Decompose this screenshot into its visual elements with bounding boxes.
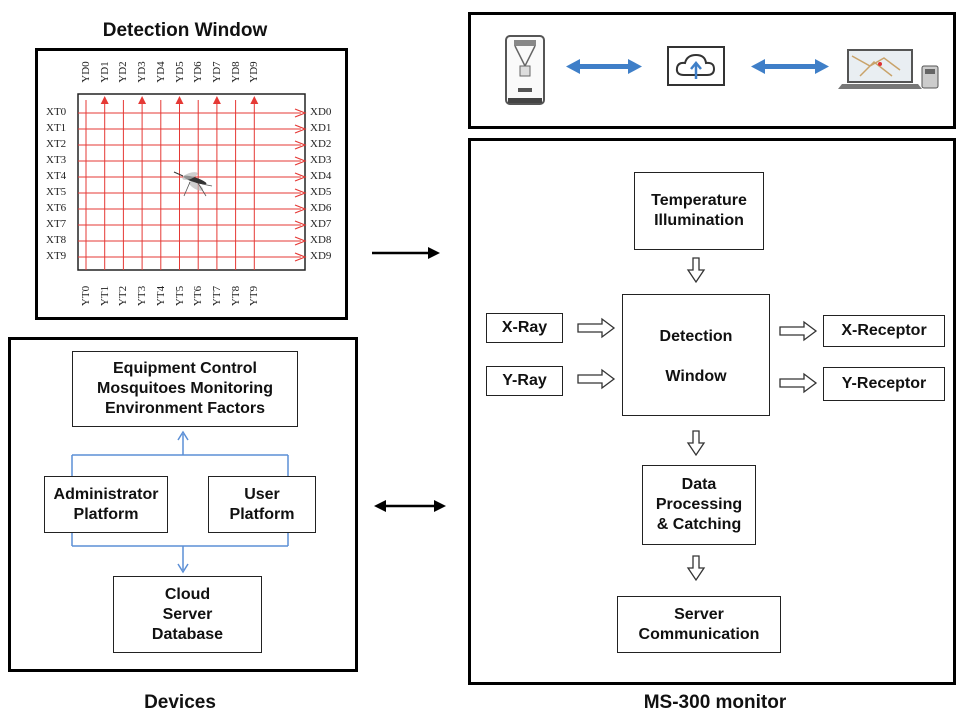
- x-ray-arrowhead: [294, 156, 307, 166]
- x-ray-arrowhead: [294, 124, 307, 134]
- x-ray-arrowhead: [294, 140, 307, 150]
- x-ray-arrowhead: [294, 188, 307, 198]
- laptop-icon: [838, 46, 940, 92]
- cloud-upload-icon: [666, 45, 726, 89]
- detection-window-box: Detection Window: [622, 294, 770, 416]
- x-ray-arrowhead: [294, 252, 307, 262]
- cloud-server-box: Cloud Server Database: [113, 576, 262, 653]
- data-processing-box: Data Processing & Catching: [642, 465, 756, 545]
- grid-right-label: XD1: [310, 122, 332, 134]
- grid-right-label: XD4: [310, 170, 332, 182]
- temperature-illumination-box: Temperature Illumination: [634, 172, 764, 250]
- grid-left-label: XT3: [46, 154, 67, 166]
- x-ray-arrowhead: [294, 204, 307, 214]
- grid-left-label: XT0: [46, 106, 67, 118]
- y-ray-arrowhead: [175, 96, 184, 104]
- grid-left-label: XT2: [46, 138, 67, 150]
- grid-right-label: XD5: [310, 186, 332, 198]
- ms300-title: MS-300 monitor: [643, 692, 787, 713]
- device-icon: [500, 32, 550, 108]
- server-communication-box: Server Communication: [617, 596, 781, 653]
- y-ray-arrowhead: [100, 96, 109, 104]
- grid-right-label: XD3: [310, 154, 332, 166]
- x-ray-arrowhead: [294, 108, 307, 118]
- equipment-control-box: Equipment Control Mosquitoes Monitoring …: [72, 351, 298, 427]
- grid-left-label: XT7: [46, 218, 67, 230]
- grid-right-label: XD8: [310, 234, 332, 246]
- x-ray-box: X-Ray: [486, 313, 563, 343]
- y-ray-arrowhead: [138, 96, 147, 104]
- devices-title: Devices: [144, 692, 216, 713]
- grid-left-label: XT1: [46, 122, 67, 134]
- grid-left-label: XT5: [46, 186, 67, 198]
- y-ray-box: Y-Ray: [486, 366, 563, 396]
- detection-label: Detection: [659, 328, 733, 345]
- user-platform-box: User Platform: [208, 476, 316, 533]
- administrator-platform-box: Administrator Platform: [44, 476, 168, 533]
- mosquito-icon: [173, 171, 213, 197]
- y-receptor-box: Y-Receptor: [823, 367, 945, 401]
- grid-right-label: XD7: [310, 218, 332, 230]
- grid-left-label: XT8: [46, 234, 67, 246]
- y-ray-arrowhead: [212, 96, 221, 104]
- x-ray-arrowhead: [294, 236, 307, 246]
- x-receptor-box: X-Receptor: [823, 315, 945, 347]
- x-ray-arrowhead: [294, 172, 307, 182]
- grid-right-label: XD6: [310, 202, 332, 214]
- detection-window-title: Detection Window: [102, 20, 268, 41]
- grid-left-label: XT6: [46, 202, 67, 214]
- grid-left-label: XT4: [46, 170, 67, 182]
- y-ray-arrowhead: [250, 96, 259, 104]
- grid-left-label: XT9: [46, 250, 67, 262]
- grid-frame: [77, 93, 306, 271]
- grid-right-label: XD0: [310, 106, 332, 118]
- grid-right-label: XD9: [310, 250, 332, 262]
- x-ray-arrowhead: [294, 220, 307, 230]
- grid-right-label: XD2: [310, 138, 332, 150]
- window-label: Window: [665, 368, 727, 385]
